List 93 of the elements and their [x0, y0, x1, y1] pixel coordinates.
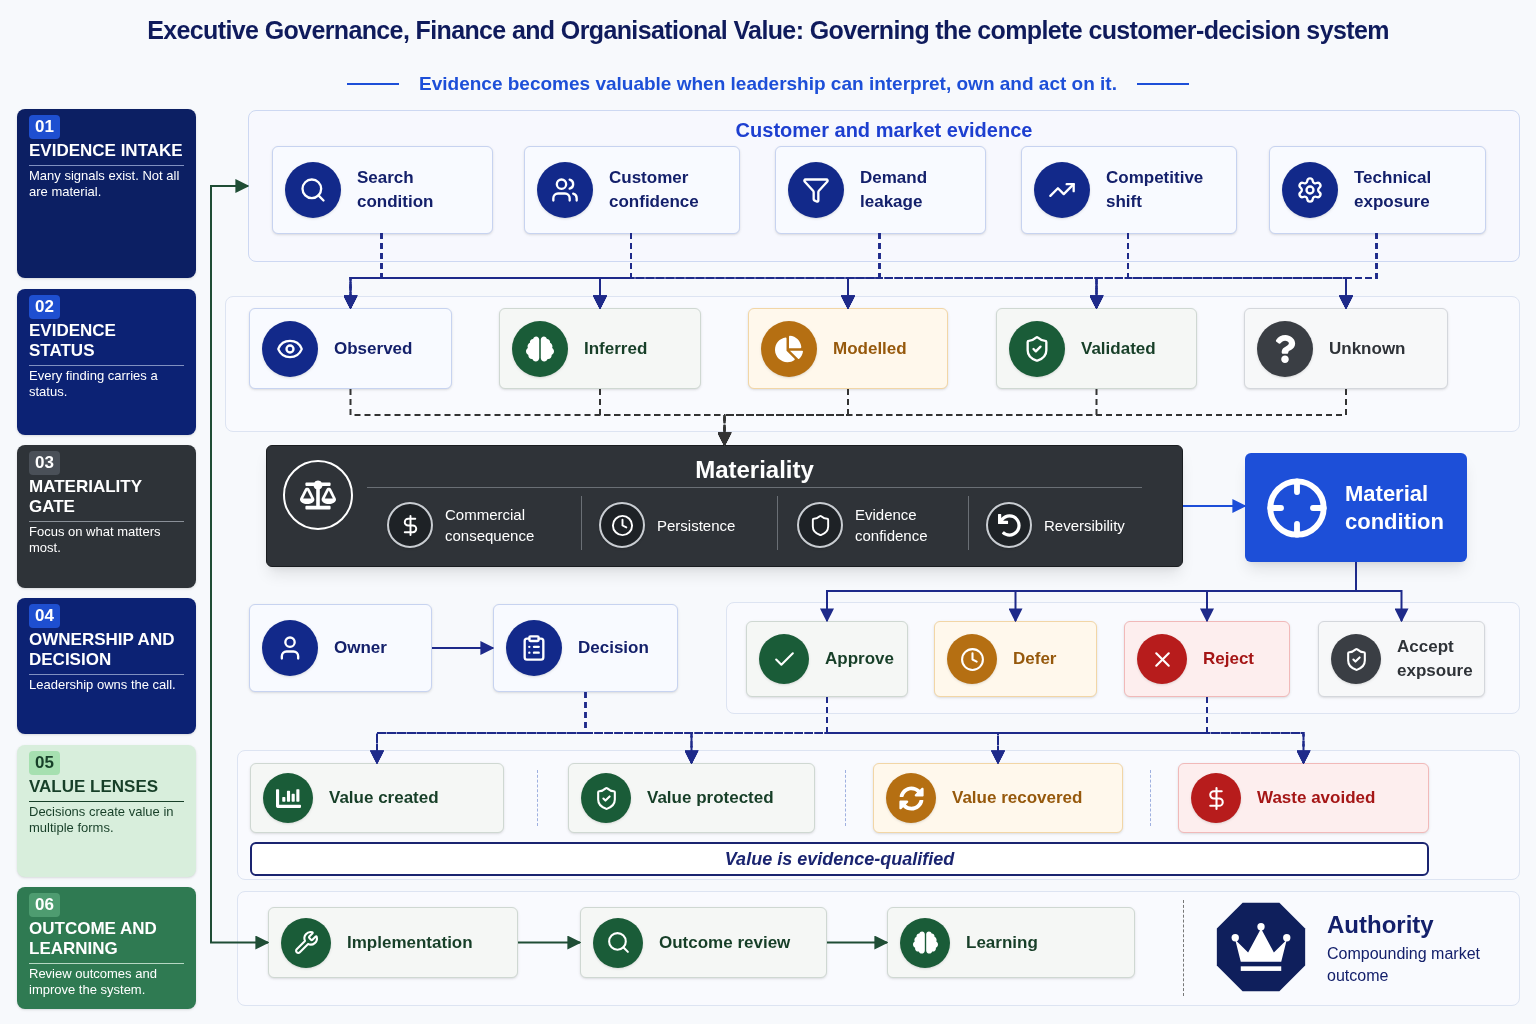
- step-box: [1269, 146, 1486, 234]
- step-number: 03: [29, 451, 60, 475]
- box-label: Learning: [966, 931, 1038, 954]
- box-label: Value recovered: [952, 787, 1083, 809]
- outcome-heading: Authority: [1327, 910, 1435, 940]
- step-box: [250, 763, 504, 833]
- step-box: [1178, 763, 1429, 833]
- arrow: [717, 388, 1347, 447]
- box-label: Modelled: [833, 337, 907, 360]
- box-label: Search condition: [357, 167, 435, 213]
- box-label: Technical exposure: [1354, 167, 1433, 213]
- step-card: [17, 109, 196, 278]
- summary-text: Value is evidence-qualified: [724, 847, 955, 871]
- step-number: 04: [29, 604, 60, 628]
- step-number: 02: [29, 295, 60, 319]
- step-description: Many signals exist. Not all are material.: [29, 168, 181, 200]
- step-description: Every finding carries a status.: [29, 368, 159, 400]
- step-box: [887, 907, 1135, 978]
- box-label: Demand leakage: [860, 167, 929, 213]
- box-label: Accept expsoure: [1397, 636, 1473, 682]
- step-card: [17, 289, 196, 435]
- step-number: 06: [29, 893, 60, 917]
- criterion-label: Evidence confidence: [855, 505, 929, 546]
- outcome-box: [1245, 453, 1467, 562]
- step-box: [499, 308, 701, 389]
- step-heading: OWNERSHIP AND DECISION: [29, 630, 184, 675]
- step-description: Leadership owns the call.: [29, 677, 177, 693]
- step-box: [748, 308, 948, 389]
- box-label: Approve: [825, 648, 894, 670]
- outcome-description: Compounding market outcome: [1327, 944, 1481, 986]
- box-label: Implementation: [347, 931, 473, 954]
- arrow: [210, 179, 270, 950]
- evidence-panel: [248, 110, 1520, 262]
- step-box: [1318, 621, 1485, 697]
- step-card: [17, 598, 196, 734]
- step-box: [272, 146, 493, 234]
- step-box: [268, 907, 518, 978]
- criterion-label: Persistence: [657, 515, 736, 536]
- box-label: Decision: [578, 637, 649, 659]
- step-heading: MATERIALITY GATE: [29, 477, 184, 522]
- step-box: [493, 604, 678, 692]
- step-box: [568, 763, 815, 833]
- criterion-label: Commercial consequence: [445, 505, 536, 546]
- box-label: Inferred: [584, 337, 648, 360]
- step-box: [1244, 308, 1448, 389]
- box-label: Value protected: [647, 787, 774, 809]
- box-label: Validated: [1081, 337, 1156, 360]
- box-label: Observed: [334, 337, 413, 360]
- step-box: [249, 604, 432, 692]
- step-description: Focus on what matters most.: [29, 524, 162, 556]
- step-box: [775, 146, 986, 234]
- step-box: [934, 621, 1097, 697]
- step-box: [746, 621, 908, 697]
- criterion-label: Reversibility: [1044, 515, 1125, 536]
- materiality-panel: [266, 445, 1183, 567]
- step-box: [249, 308, 452, 389]
- arrow: [1182, 499, 1247, 513]
- step-box: [1124, 621, 1290, 697]
- arrow: [826, 935, 889, 950]
- box-label: Material condition: [1345, 479, 1445, 536]
- panel-heading: Customer and market evidence: [735, 118, 1033, 143]
- step-description: Review outcomes and improve the system.: [29, 966, 158, 998]
- box-label: Waste avoided: [1257, 787, 1376, 809]
- step-card: [17, 445, 196, 588]
- arrow: [431, 641, 495, 655]
- step-card: [17, 887, 196, 1009]
- box-label: Value created: [329, 787, 439, 809]
- box-label: Competitive shift: [1106, 167, 1205, 213]
- step-box: [580, 907, 827, 978]
- step-box: [996, 308, 1197, 389]
- step-box: [524, 146, 740, 234]
- box-label: Owner: [334, 637, 387, 659]
- arrow: [1339, 232, 1378, 310]
- box-label: Reject: [1203, 648, 1255, 670]
- step-heading: EVIDENCE STATUS: [29, 321, 184, 366]
- step-description: Decisions create value in multiple forms.: [29, 804, 175, 836]
- box-label: Defer: [1013, 648, 1057, 670]
- step-heading: OUTCOME AND LEARNING: [29, 919, 184, 964]
- step-box: [1021, 146, 1237, 234]
- box-label: Outcome review: [659, 931, 791, 954]
- title: Executive Governance, Finance and Organisational Value: Governing the complete customer-decision system: [147, 15, 1389, 46]
- arrow: [517, 935, 582, 950]
- step-card: [17, 745, 196, 877]
- panel-heading: Materiality: [695, 455, 814, 485]
- box-label: Customer confidence: [609, 167, 700, 213]
- step-box: [873, 763, 1123, 833]
- subtitle: Evidence becomes valuable when leadership can interpret, own and act on it.: [419, 72, 1117, 96]
- summary-bar: [250, 842, 1429, 876]
- box-label: Unknown: [1329, 337, 1406, 360]
- step-heading: EVIDENCE INTAKE: [29, 141, 184, 166]
- step-number: 01: [29, 115, 60, 139]
- step-number: 05: [29, 751, 60, 775]
- step-heading: VALUE LENSES: [29, 777, 184, 802]
